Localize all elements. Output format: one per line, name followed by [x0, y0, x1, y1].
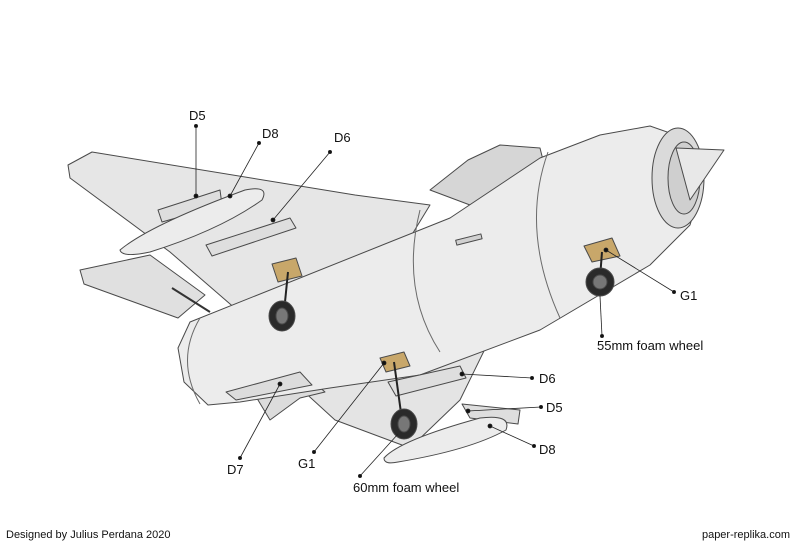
pylon-d6-top: [205, 217, 297, 257]
gear-mount-tail: [271, 257, 303, 283]
nose-cone: [675, 147, 725, 201]
drop-tank-d8-top: [119, 188, 265, 256]
tail-fin-upper: [79, 254, 206, 319]
label-d7: D7: [227, 462, 244, 477]
pylon-d7: [225, 371, 313, 401]
label-d8-bottom: D8: [539, 442, 556, 457]
label-60mm-foam-wheel: 60mm foam wheel: [353, 480, 459, 495]
label-g1-left: G1: [298, 456, 315, 471]
label-d8-top: D8: [262, 126, 279, 141]
drop-tank-d8-bottom: [383, 416, 508, 464]
gear-mount-g1-right: [583, 237, 621, 263]
fuselage: [177, 125, 703, 406]
label-d5-top: D5: [189, 108, 206, 123]
pylon-d6-bottom: [387, 365, 467, 397]
label-g1-right: G1: [680, 288, 697, 303]
label-55mm-foam-wheel: 55mm foam wheel: [597, 338, 703, 353]
label-d6-bottom: D6: [539, 371, 556, 386]
website-link[interactable]: paper-replika.com: [701, 529, 790, 541]
label-d6-top: D6: [334, 130, 351, 145]
designer-credit: Designed by Julius Perdana 2020: [6, 529, 171, 541]
label-d5-bottom: D5: [546, 400, 563, 415]
